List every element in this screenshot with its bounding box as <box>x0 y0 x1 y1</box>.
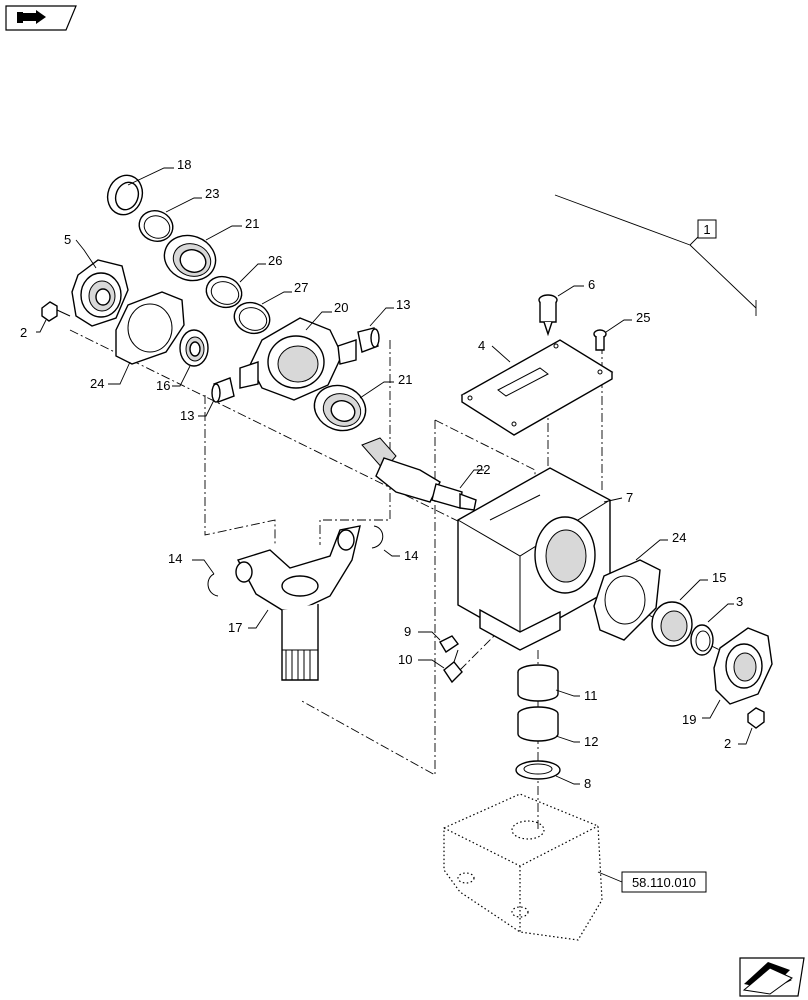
callout-14-right[interactable]: 14 <box>404 548 418 563</box>
part-17-yoke[interactable] <box>235 525 361 681</box>
assembly-ref-number: 1 <box>703 222 710 237</box>
hand-pointing-icon <box>17 10 46 24</box>
part-21-bearing-lower[interactable] <box>308 378 372 437</box>
callout-11[interactable]: 11 <box>584 688 598 703</box>
callout-13-upper[interactable]: 13 <box>396 297 410 312</box>
next-page-button[interactable] <box>739 957 805 997</box>
section-ref-text: 58.110.010 <box>632 875 696 890</box>
callout-3[interactable]: 3 <box>736 594 743 609</box>
part-15-seal[interactable] <box>651 601 693 647</box>
callout-18[interactable]: 18 <box>177 157 191 172</box>
part-9-plug[interactable] <box>439 635 460 653</box>
part-11-bushing[interactable] <box>517 664 559 702</box>
callout-21-upper[interactable]: 21 <box>245 216 259 231</box>
section-ref-box[interactable] <box>621 871 707 893</box>
part-13-bushing-lower[interactable] <box>211 377 235 403</box>
callout-4[interactable]: 4 <box>478 338 485 353</box>
callout-21-lower[interactable]: 21 <box>398 372 412 387</box>
reference-bracket <box>443 793 603 941</box>
callout-17[interactable]: 17 <box>228 620 242 635</box>
part-25-screw[interactable] <box>593 329 607 351</box>
part-6-breather[interactable] <box>538 294 558 337</box>
callout-15[interactable]: 15 <box>712 570 726 585</box>
callout-24-right[interactable]: 24 <box>672 530 686 545</box>
assembly-reference: 1 <box>554 194 757 316</box>
part-4-top-cover[interactable] <box>460 339 614 436</box>
callout-24-left[interactable]: 24 <box>90 376 104 391</box>
callout-22[interactable]: 22 <box>476 462 490 477</box>
callout-16[interactable]: 16 <box>156 378 170 393</box>
part-18-lock-nut[interactable] <box>102 170 148 219</box>
part-14-circlip-left[interactable] <box>207 573 219 597</box>
arrow-next-icon <box>742 962 793 995</box>
callout-9[interactable]: 9 <box>404 624 411 639</box>
callout-13-lower[interactable]: 13 <box>180 408 194 423</box>
part-21-bearing-upper[interactable] <box>158 228 222 287</box>
part-8-seal[interactable] <box>515 760 561 780</box>
part-13-bushing-upper[interactable] <box>357 327 380 353</box>
part-2-bolt-upper[interactable] <box>41 301 71 322</box>
callout-7[interactable]: 7 <box>626 490 633 505</box>
callout-labels: 18 23 21 5 26 27 20 13 2 24 16 13 21 6 2… <box>20 157 743 791</box>
part-27-shim[interactable] <box>230 298 274 339</box>
part-3-o-ring[interactable] <box>690 624 714 656</box>
callout-20[interactable]: 20 <box>334 300 348 315</box>
part-12-bushing[interactable] <box>517 706 559 742</box>
part-24-gasket-right[interactable] <box>593 559 661 641</box>
part-5-cover-flange[interactable] <box>71 259 129 327</box>
part-22-pinion-shaft[interactable] <box>361 437 477 511</box>
part-2-bolt-lower[interactable] <box>747 707 765 729</box>
part-7-gearbox-housing[interactable] <box>457 467 611 651</box>
assembly-ref-box[interactable] <box>697 219 717 239</box>
callout-27[interactable]: 27 <box>294 280 308 295</box>
section-reference[interactable]: 58.110.010 <box>597 871 707 893</box>
part-20-carrier[interactable] <box>239 317 357 401</box>
callout-19[interactable]: 19 <box>682 712 696 727</box>
callout-14-left[interactable]: 14 <box>168 551 182 566</box>
part-16-bearing[interactable] <box>179 329 209 367</box>
callout-8[interactable]: 8 <box>584 776 591 791</box>
callout-2-lower[interactable]: 2 <box>724 736 731 751</box>
part-24-gasket-left[interactable] <box>115 291 185 365</box>
part-26-shim[interactable] <box>202 272 246 313</box>
callout-2-upper[interactable]: 2 <box>20 325 27 340</box>
callout-26[interactable]: 26 <box>268 253 282 268</box>
part-19-cover-flange[interactable] <box>713 627 773 705</box>
callout-25[interactable]: 25 <box>636 310 650 325</box>
callout-10[interactable]: 10 <box>398 652 412 667</box>
callout-23[interactable]: 23 <box>205 186 219 201</box>
part-23-shim[interactable] <box>135 206 177 246</box>
callout-12[interactable]: 12 <box>584 734 598 749</box>
part-14-circlip-right[interactable] <box>371 525 384 549</box>
leader-lines <box>36 167 753 785</box>
callout-5[interactable]: 5 <box>64 232 71 247</box>
callout-6[interactable]: 6 <box>588 277 595 292</box>
nav-icon-box[interactable] <box>5 5 77 31</box>
part-10-fitting[interactable] <box>443 649 463 684</box>
